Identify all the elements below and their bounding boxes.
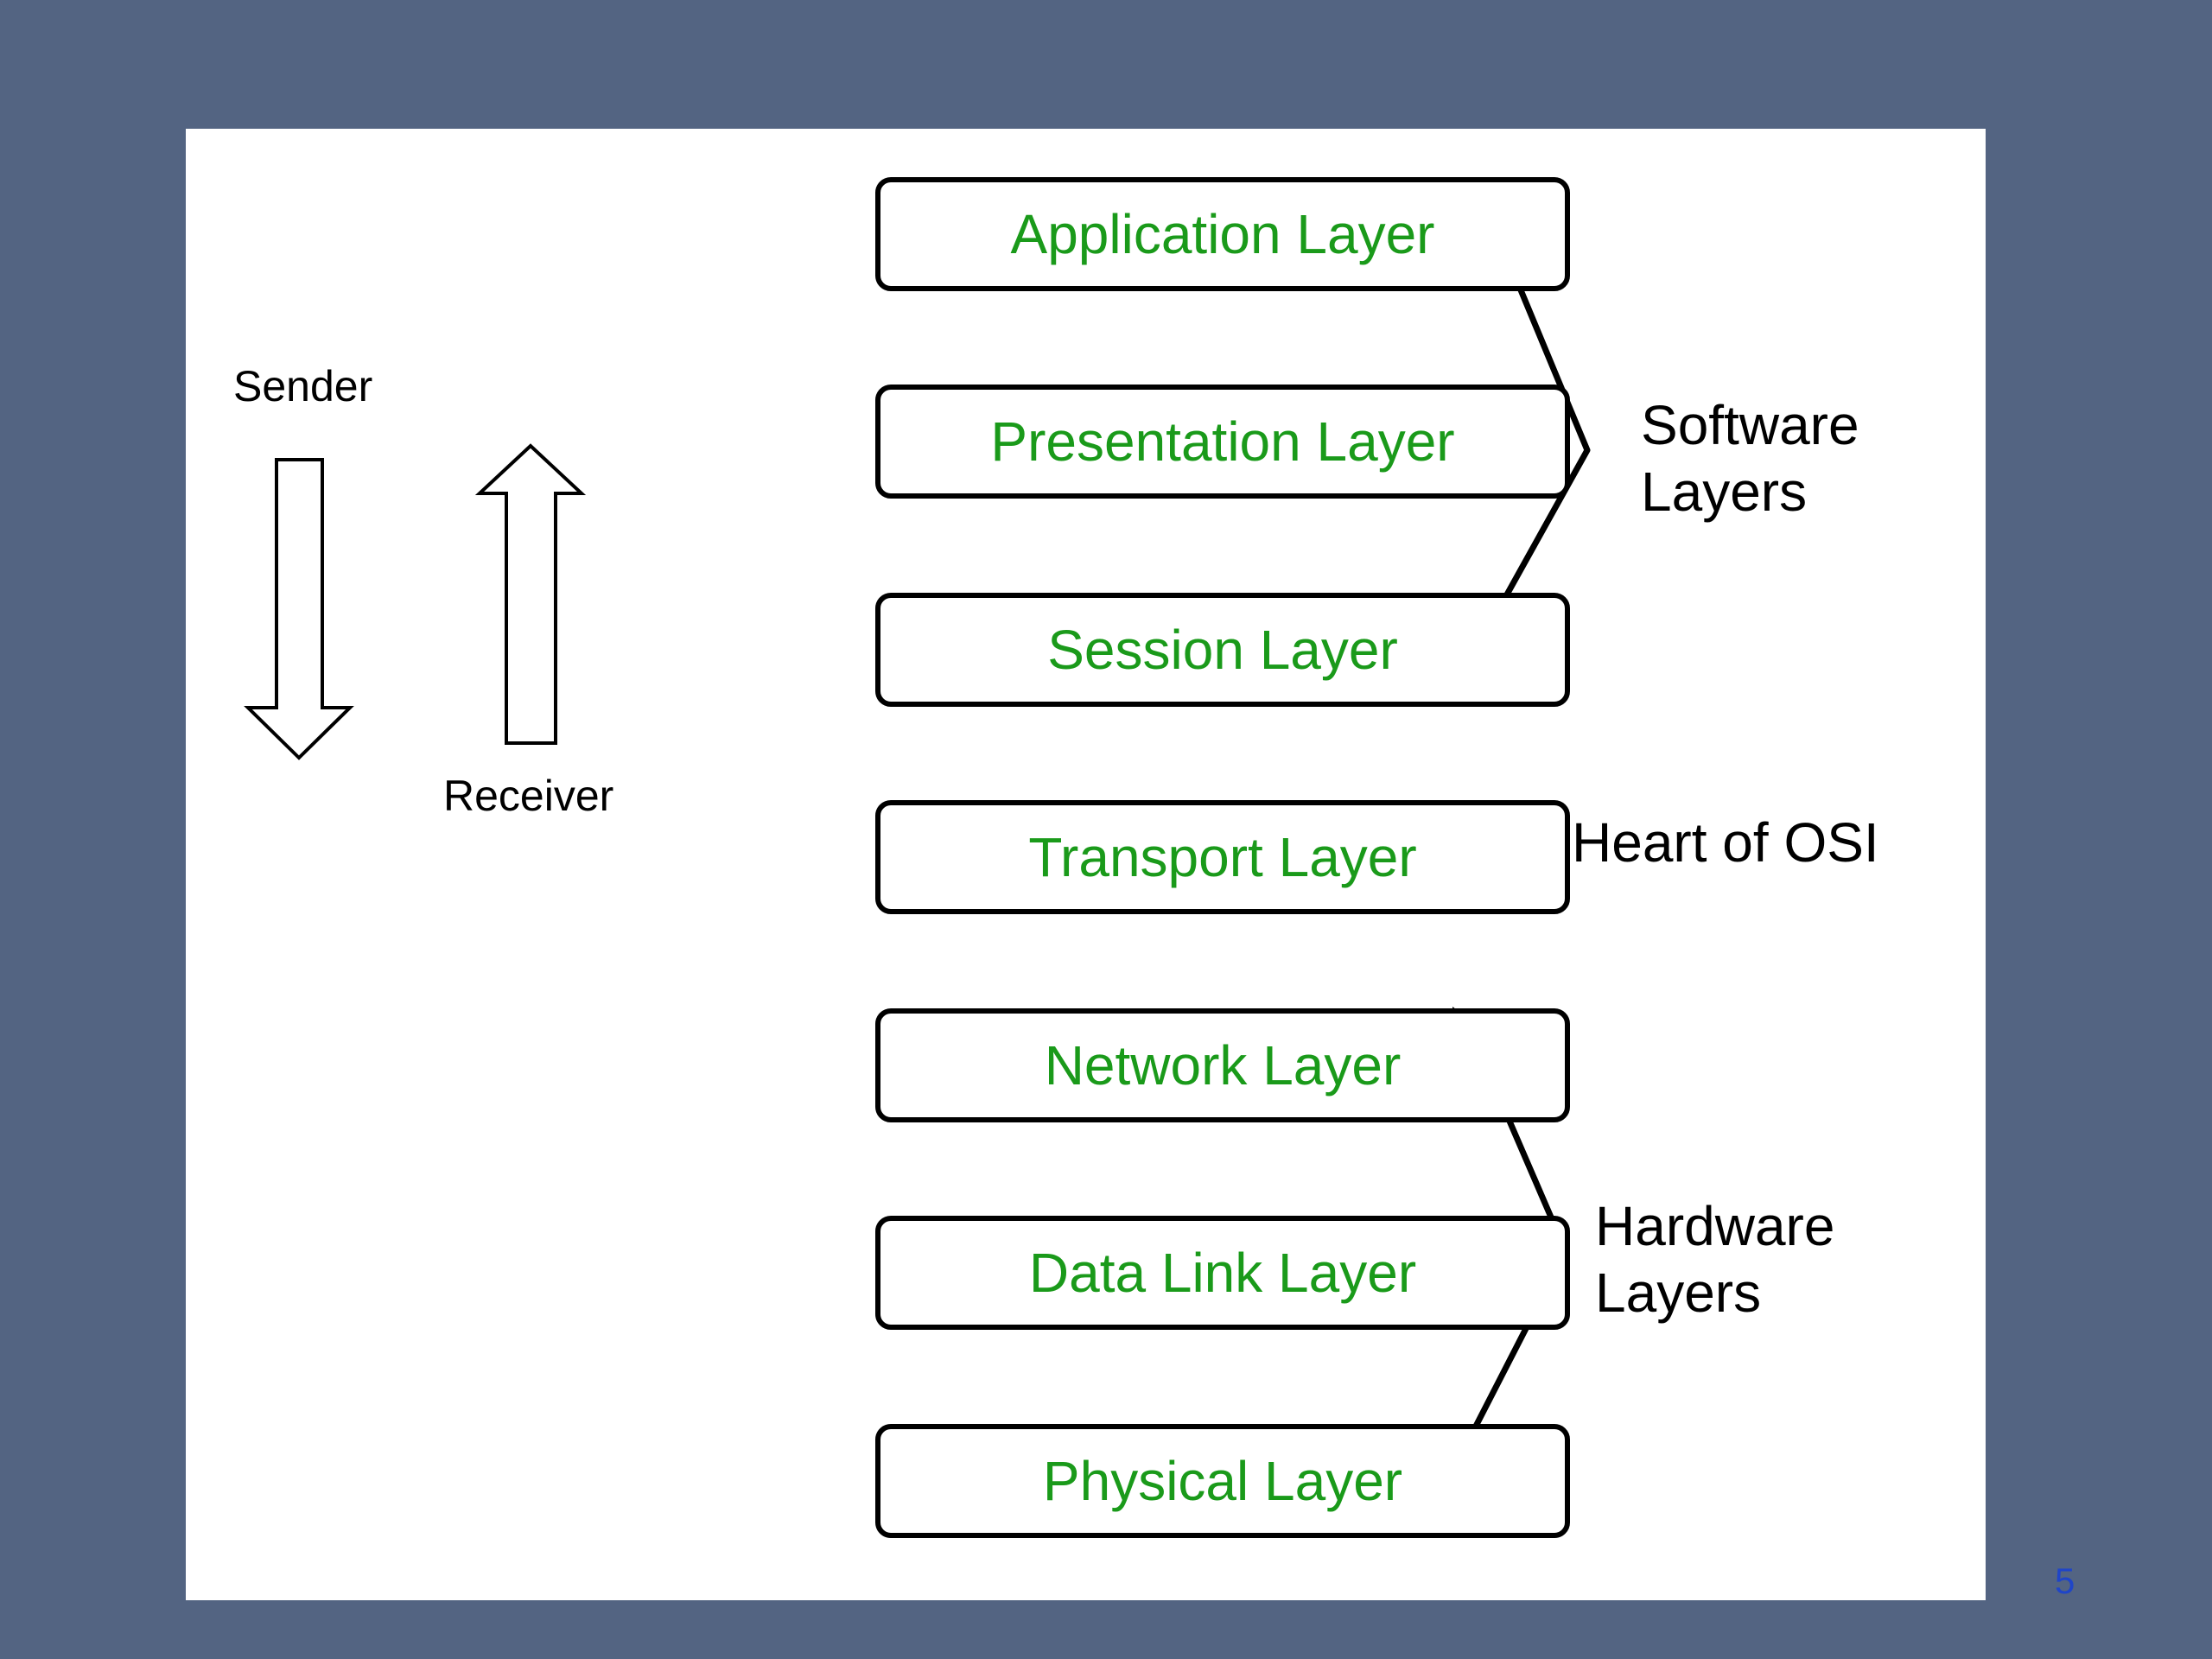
layer-label: Presentation Layer bbox=[990, 410, 1455, 473]
sender-down-arrow bbox=[244, 458, 354, 760]
software-layers-label: Software Layers bbox=[1641, 392, 1859, 525]
layer-box-network: Network Layer bbox=[875, 1008, 1570, 1122]
software-layers-line1: Software bbox=[1641, 394, 1859, 456]
layer-box-physical: Physical Layer bbox=[875, 1424, 1570, 1538]
layer-label: Session Layer bbox=[1047, 619, 1398, 681]
hardware-layers-line1: Hardware bbox=[1595, 1195, 1835, 1257]
slide-canvas: Application Layer Presentation Layer Ses… bbox=[186, 129, 1986, 1600]
layer-label: Data Link Layer bbox=[1028, 1242, 1417, 1304]
hardware-layers-line2: Layers bbox=[1595, 1261, 1762, 1324]
heart-of-osi-label: Heart of OSI bbox=[1572, 811, 1879, 874]
slide-page-number: 5 bbox=[2055, 1560, 2075, 1601]
layer-box-presentation: Presentation Layer bbox=[875, 385, 1570, 499]
layer-box-transport: Transport Layer bbox=[875, 800, 1570, 914]
receiver-up-arrow bbox=[474, 443, 587, 745]
hardware-layers-label: Hardware Layers bbox=[1595, 1193, 1834, 1326]
sender-label: Sender bbox=[233, 362, 373, 410]
layer-box-data-link: Data Link Layer bbox=[875, 1216, 1570, 1330]
layer-label: Network Layer bbox=[1044, 1034, 1402, 1096]
layer-label: Transport Layer bbox=[1028, 826, 1417, 888]
layer-box-session: Session Layer bbox=[875, 593, 1570, 707]
layer-label: Physical Layer bbox=[1042, 1450, 1403, 1512]
software-layers-line2: Layers bbox=[1641, 460, 1808, 523]
receiver-label: Receiver bbox=[443, 772, 614, 820]
layer-label: Application Layer bbox=[1010, 203, 1435, 265]
layer-box-application: Application Layer bbox=[875, 177, 1570, 291]
